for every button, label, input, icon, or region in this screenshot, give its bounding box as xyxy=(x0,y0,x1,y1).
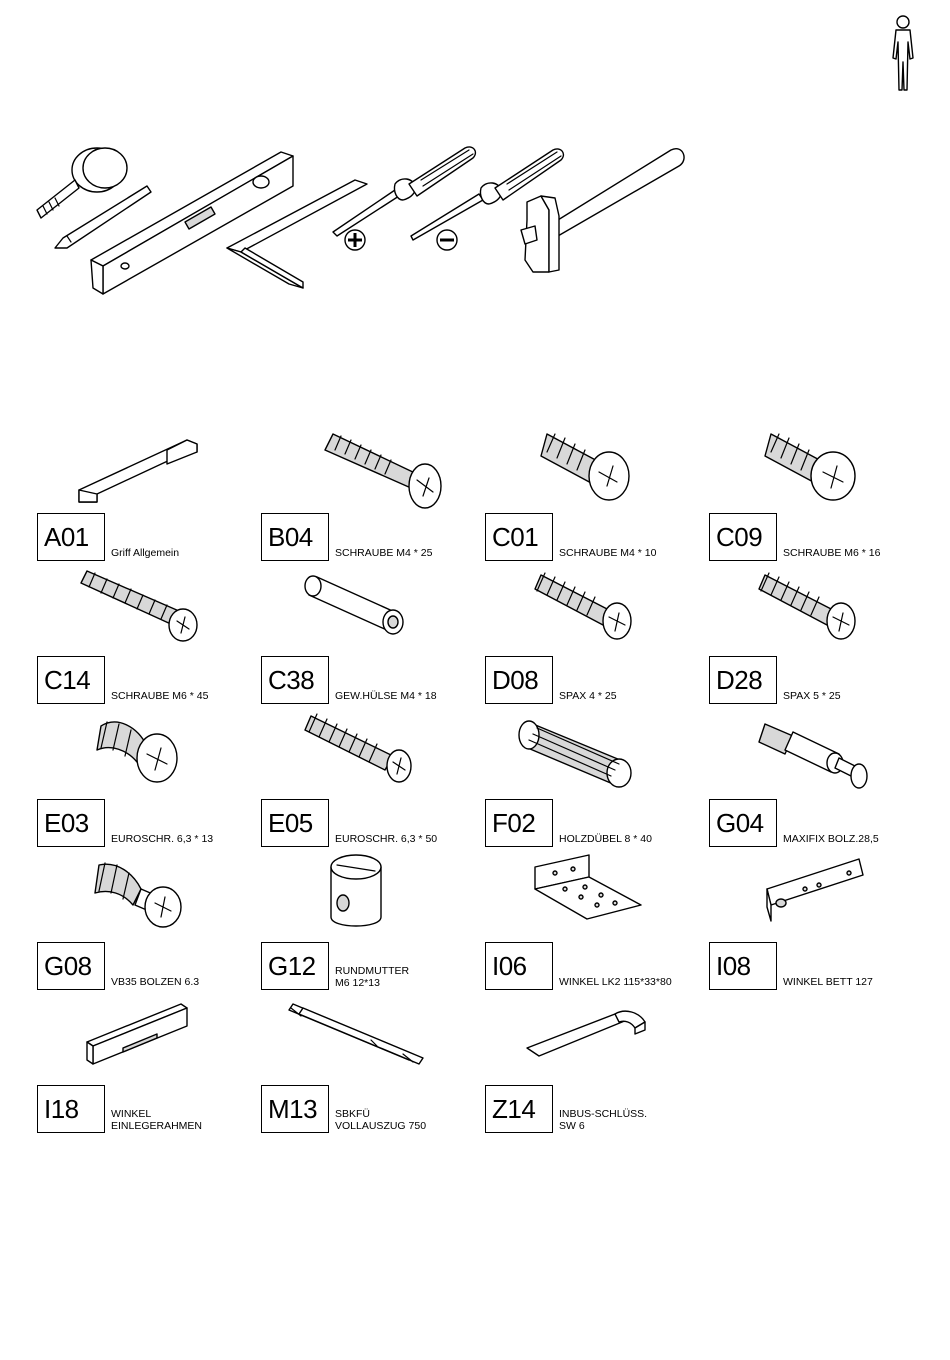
part-description: SCHRAUBE M4 * 10 xyxy=(559,547,657,559)
part-description: EUROSCHR. 6,3 * 13 xyxy=(111,833,214,845)
part-description: SPAX 4 * 25 xyxy=(559,690,617,702)
part-description: Griff Allgemein xyxy=(111,547,180,559)
part-code: A01 xyxy=(37,513,105,561)
part-code: I08 xyxy=(709,942,777,990)
threaded-sleeve-icon xyxy=(261,563,485,655)
part-description: SCHRAUBE M6 * 45 xyxy=(111,690,209,702)
part-code: C14 xyxy=(37,656,105,704)
connector-bolt-icon xyxy=(37,849,261,941)
part-description: VB35 BOLZEN 6.3 xyxy=(111,976,200,988)
part-description: WINKEL LK2 115*33*80 xyxy=(559,976,672,988)
allen-key-icon xyxy=(485,992,709,1084)
part-code: D08 xyxy=(485,656,553,704)
part-code: Z14 xyxy=(485,1085,553,1133)
part-code: F02 xyxy=(485,799,553,847)
part-description: GEW.HÜLSE M4 * 18 xyxy=(335,690,437,702)
angle-bracket-icon xyxy=(485,849,709,941)
cam-bolt-icon xyxy=(709,706,933,798)
part-description: SCHRAUBE M4 * 25 xyxy=(335,547,433,559)
phillips-screwdriver-icon xyxy=(332,146,477,251)
part-code: I18 xyxy=(37,1085,105,1133)
part-code: M13 xyxy=(261,1085,329,1133)
drawer-slide-icon xyxy=(261,992,485,1084)
part-code: G04 xyxy=(709,799,777,847)
tape-measure-icon xyxy=(36,147,128,219)
one-person-icon xyxy=(886,14,920,94)
part-description: WINKEL BETT 127 xyxy=(783,976,873,988)
handle-icon xyxy=(37,420,261,512)
part-code: D28 xyxy=(709,656,777,704)
hammer-icon xyxy=(520,148,685,273)
part-description: INBUS-SCHLÜSS. SW 6 xyxy=(559,1108,648,1132)
euro-screw-short-icon xyxy=(37,706,261,798)
spirit-level-icon xyxy=(90,151,294,295)
part-description: SBKFÜ VOLLAUSZUG 750 xyxy=(335,1108,427,1132)
required-tools-illustration xyxy=(25,140,705,300)
part-code: C09 xyxy=(709,513,777,561)
part-code: I06 xyxy=(485,942,553,990)
screw-long-icon xyxy=(261,420,485,512)
screw-short-countersunk-icon xyxy=(485,420,709,512)
barrel-nut-icon xyxy=(261,849,485,941)
frame-angle-icon xyxy=(37,992,261,1084)
spax-screw-icon xyxy=(709,563,933,655)
part-code: C38 xyxy=(261,656,329,704)
part-description: SCHRAUBE M6 * 16 xyxy=(783,547,881,559)
pencil-icon xyxy=(54,185,152,249)
part-code: G08 xyxy=(37,942,105,990)
try-square-icon xyxy=(226,179,368,289)
part-code: G12 xyxy=(261,942,329,990)
part-description: HOLZDÜBEL 8 * 40 xyxy=(559,833,652,845)
part-code: C01 xyxy=(485,513,553,561)
wood-dowel-icon xyxy=(485,706,709,798)
part-description: RUNDMUTTER M6 12*13 xyxy=(335,965,410,989)
part-description: EUROSCHR. 6,3 * 50 xyxy=(335,833,438,845)
part-code: B04 xyxy=(261,513,329,561)
part-code: E03 xyxy=(37,799,105,847)
euro-screw-long-icon xyxy=(261,706,485,798)
part-code: E05 xyxy=(261,799,329,847)
part-description: WINKEL EINLEGERAHMEN xyxy=(111,1108,203,1132)
screw-long-pan-icon xyxy=(37,563,261,655)
spax-screw-icon xyxy=(485,563,709,655)
screw-short-pan-icon xyxy=(709,420,933,512)
part-description: SPAX 5 * 25 xyxy=(783,690,841,702)
bed-bracket-icon xyxy=(709,849,933,941)
flat-screwdriver-icon xyxy=(410,148,565,251)
part-description: MAXIFIX BOLZ.28,5 xyxy=(783,833,879,845)
